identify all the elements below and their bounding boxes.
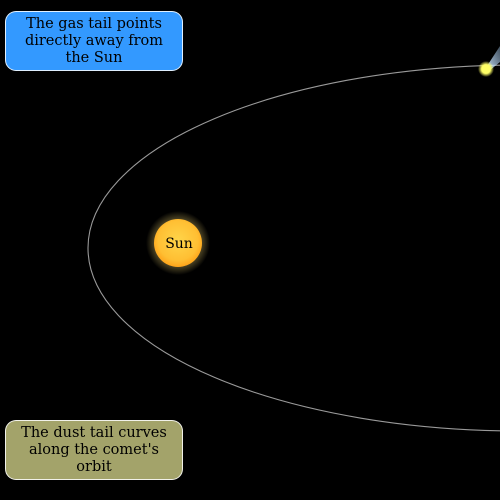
dust-tail-callout: The dust tail curves along the comet's o…: [5, 420, 183, 480]
gas-tail-callout-text: The gas tail points directly away from t…: [24, 15, 164, 66]
sun: Sun: [146, 211, 210, 275]
gas-tail-callout: The gas tail points directly away from t…: [5, 11, 183, 71]
dust-tail-callout-text: The dust tail curves along the comet's o…: [21, 424, 167, 475]
comet: [478, 46, 500, 77]
comet-nucleus: [481, 64, 491, 74]
sun-body: [154, 219, 202, 267]
comet-orbit: [87, 64, 500, 432]
sun-label: Sun: [165, 236, 193, 252]
